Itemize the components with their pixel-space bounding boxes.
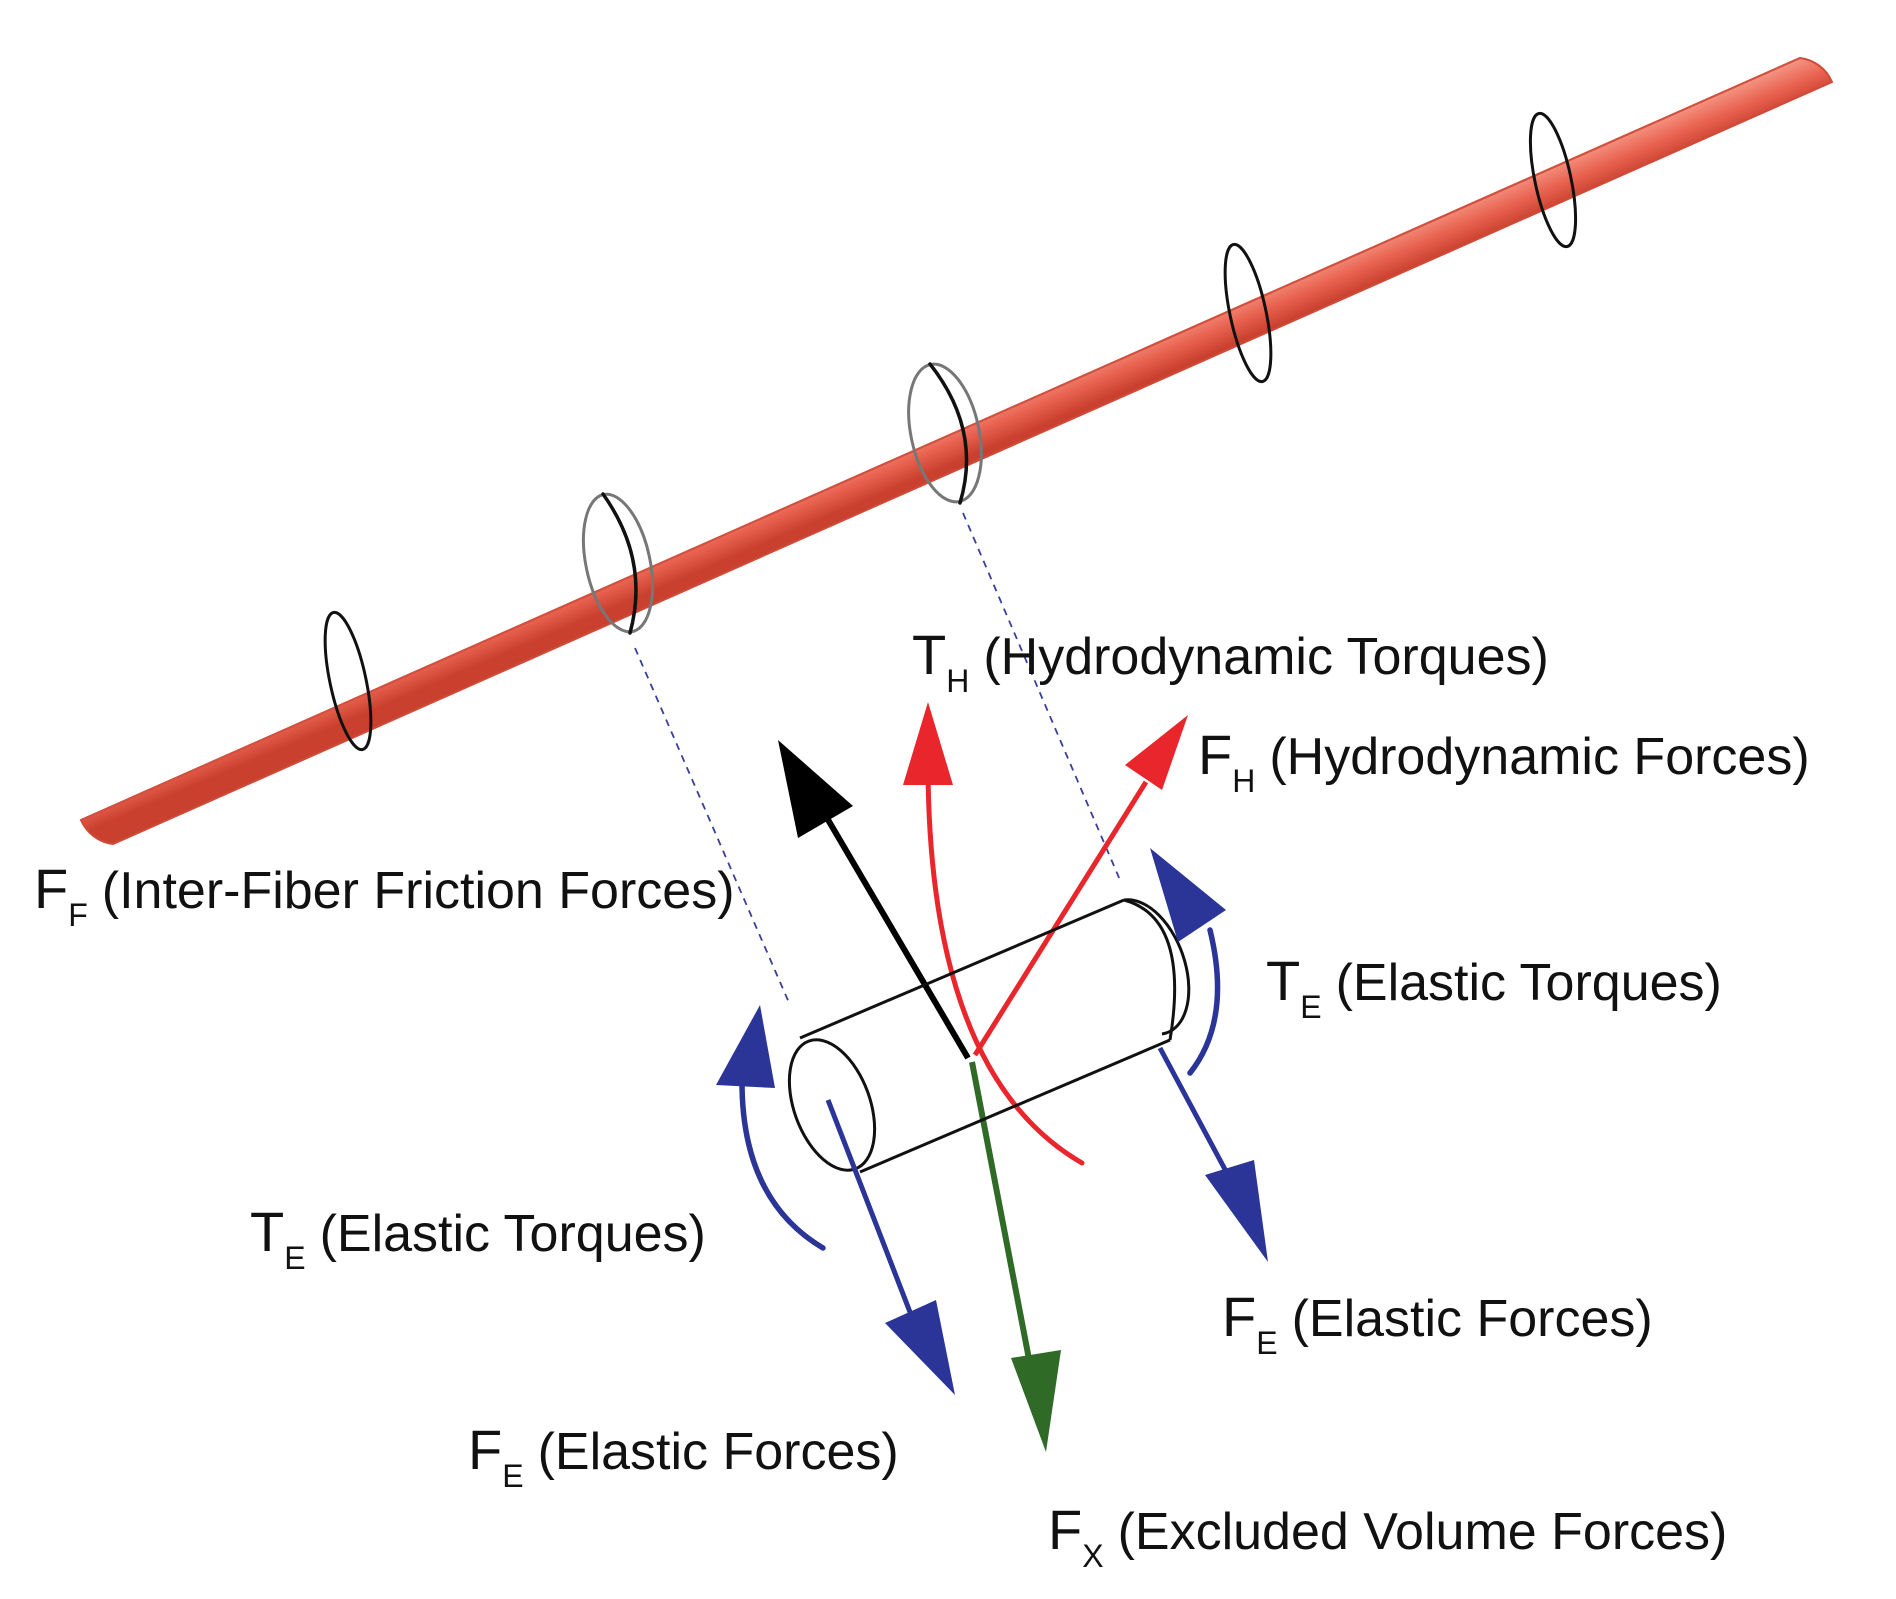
elastic-torque-right-arrowhead	[1150, 848, 1226, 942]
subscript: H	[946, 663, 970, 699]
cylinder-back-cap	[1123, 898, 1191, 1036]
excluded-volume-force-arrow	[969, 1061, 1061, 1452]
cylinder-bottom-edge	[859, 1038, 1171, 1174]
friction-force-arrowhead	[778, 740, 853, 838]
hydrodynamic-force-arrow	[972, 715, 1188, 1057]
segment-ring-3-front	[928, 362, 969, 505]
elastic-force-right-shaft	[1157, 1046, 1231, 1177]
elastic-torque-left-curve	[739, 1079, 826, 1251]
symbol: T	[1266, 949, 1301, 1012]
friction-force-shaft	[824, 816, 971, 1060]
symbol: F	[34, 857, 69, 920]
subscript: H	[1232, 763, 1256, 799]
hydrodynamic-force-arrowhead	[1125, 715, 1188, 790]
symbol: F	[468, 1418, 503, 1481]
segment-ring-1	[323, 610, 373, 752]
label-text: (Elastic Forces)	[1291, 1290, 1653, 1348]
elastic-torque-right-arrow	[1150, 848, 1226, 1076]
label-text: (Elastic Forces)	[537, 1423, 899, 1481]
guide-lines	[634, 512, 1121, 1006]
guide-line-left	[634, 647, 791, 1006]
hydrodynamic-torque-arrowhead	[903, 702, 953, 785]
label-inter-fiber-friction-forces: FF(Inter-Fiber Friction Forces)	[34, 861, 735, 932]
guide-line-right	[962, 512, 1121, 881]
cylinder-element	[787, 898, 1191, 1174]
elastic-torque-left-arrowhead	[716, 1005, 775, 1088]
excluded-volume-shaft	[969, 1061, 1036, 1381]
elastic-force-right-arrowhead	[1205, 1160, 1268, 1262]
subscript: E	[1256, 1325, 1278, 1361]
label-elastic-forces-right: FE(Elastic Forces)	[1222, 1289, 1653, 1360]
friction-force-arrow	[778, 740, 971, 1060]
subscript: X	[1082, 1538, 1104, 1574]
subscript: E	[1300, 989, 1322, 1025]
excluded-volume-arrowhead	[1011, 1350, 1061, 1452]
subscript: E	[502, 1458, 524, 1494]
label-elastic-torques-left: TE(Elastic Torques)	[250, 1204, 706, 1275]
label-elastic-torques-right: TE(Elastic Torques)	[1266, 953, 1722, 1024]
symbol: F	[1048, 1498, 1083, 1561]
segment-ring-2-front	[601, 492, 638, 635]
label-text: (Elastic Torques)	[1335, 954, 1722, 1012]
label-hydrodynamic-forces: FH(Hydrodynamic Forces)	[1198, 727, 1810, 798]
label-excluded-volume-forces: FX(Excluded Volume Forces)	[1048, 1502, 1728, 1573]
symbol: T	[912, 623, 947, 686]
symbol: T	[250, 1200, 285, 1263]
elastic-torque-right-curve	[1187, 927, 1221, 1076]
label-text: (Hydrodynamic Torques)	[983, 628, 1549, 686]
label-text: (Hydrodynamic Forces)	[1269, 728, 1810, 786]
hydrodynamic-force-shaft	[972, 780, 1149, 1057]
elastic-force-left-arrowhead	[885, 1300, 955, 1395]
fiber-outline-top	[80, 57, 1801, 821]
cylinder-right-cap	[1123, 898, 1177, 1041]
label-text: (Inter-Fiber Friction Forces)	[101, 862, 735, 920]
label-text: (Excluded Volume Forces)	[1117, 1503, 1728, 1561]
elastic-torque-left-arrow	[716, 1005, 826, 1251]
label-elastic-forces-left: FE(Elastic Forces)	[468, 1422, 899, 1493]
subscript: F	[68, 897, 88, 933]
hydrodynamic-torque-arrow	[903, 702, 1085, 1166]
hydrodynamic-torque-curve	[925, 767, 1085, 1166]
fiber-segment-rings	[323, 111, 1578, 752]
label-hydrodynamic-torques: TH(Hydrodynamic Torques)	[912, 627, 1549, 698]
symbol: F	[1198, 723, 1233, 786]
fiber-body	[79, 56, 1834, 846]
cylinder-top-edge	[799, 898, 1125, 1040]
segment-ring-5	[1528, 111, 1578, 249]
elastic-force-left-shaft	[825, 1099, 918, 1326]
elastic-force-left-arrow	[825, 1099, 955, 1395]
elastic-force-right-arrow	[1157, 1046, 1268, 1262]
subscript: E	[284, 1240, 306, 1276]
label-text: (Elastic Torques)	[319, 1205, 706, 1263]
segment-ring-4	[1223, 242, 1273, 384]
symbol: F	[1222, 1285, 1257, 1348]
